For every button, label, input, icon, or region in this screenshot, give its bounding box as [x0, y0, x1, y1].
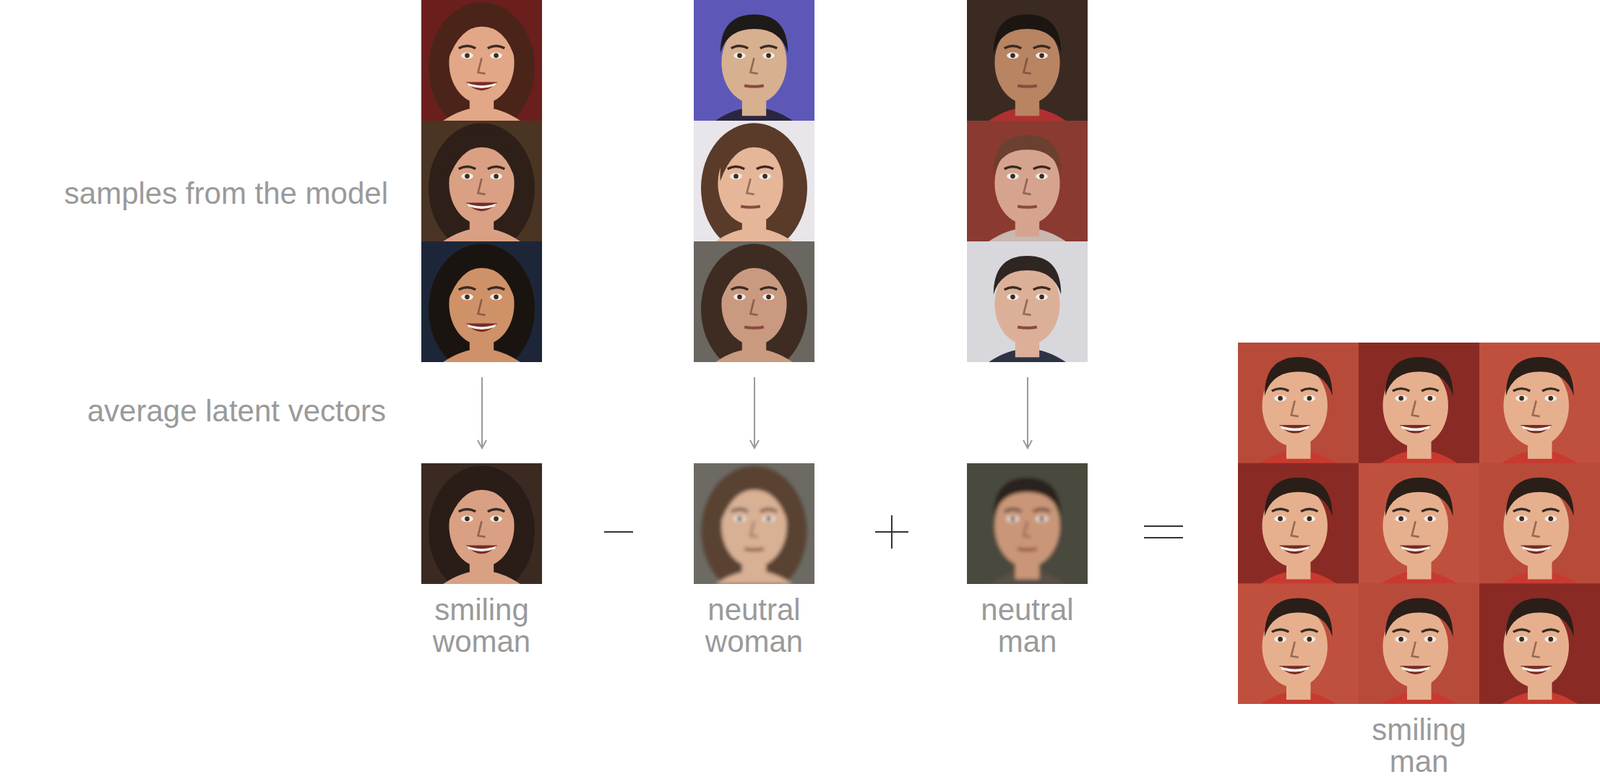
face-caption: neutral woman [674, 594, 834, 658]
face-image [961, 0, 1095, 127]
plus-sign [875, 515, 909, 549]
face-image [1352, 342, 1486, 470]
face-caption: smiling woman [402, 594, 562, 658]
face-image [1237, 456, 1366, 590]
face-caption: neutral man [948, 594, 1108, 658]
row-label: samples from the model [64, 176, 389, 212]
result-grid: smiling man [1237, 342, 1600, 778]
face-image [415, 235, 549, 375]
average-face: neutral man [966, 463, 1088, 658]
equals-sign [1143, 526, 1184, 538]
face-image [687, 235, 821, 375]
average-face: smiling woman [421, 463, 543, 658]
face-image [415, 114, 549, 254]
face-image [687, 114, 821, 254]
sample-faces [415, 0, 1095, 375]
face-image [1352, 456, 1486, 590]
face-image [421, 463, 543, 584]
face-image [1352, 577, 1486, 704]
minus-sign [604, 531, 634, 533]
face-image [1473, 577, 1600, 704]
face-picture [421, 463, 543, 584]
face-image [687, 0, 821, 127]
face-image [1473, 342, 1600, 470]
face-picture [966, 463, 1088, 584]
face-image [415, 0, 549, 133]
average-arrow [1026, 377, 1029, 449]
average-arrow [753, 377, 756, 449]
row-label: average latent vectors [87, 393, 386, 429]
face-image [693, 463, 815, 584]
face-caption: smiling man [1339, 714, 1499, 778]
face-image [961, 235, 1095, 369]
face-image [1473, 456, 1600, 590]
face-image [1237, 577, 1366, 704]
average-arrow [481, 377, 483, 449]
face-image [961, 114, 1095, 248]
face-picture [693, 463, 815, 584]
face-image [966, 463, 1088, 584]
face-picture [1237, 342, 1600, 704]
average-face: neutral woman [693, 463, 815, 658]
face-image [1237, 342, 1366, 470]
